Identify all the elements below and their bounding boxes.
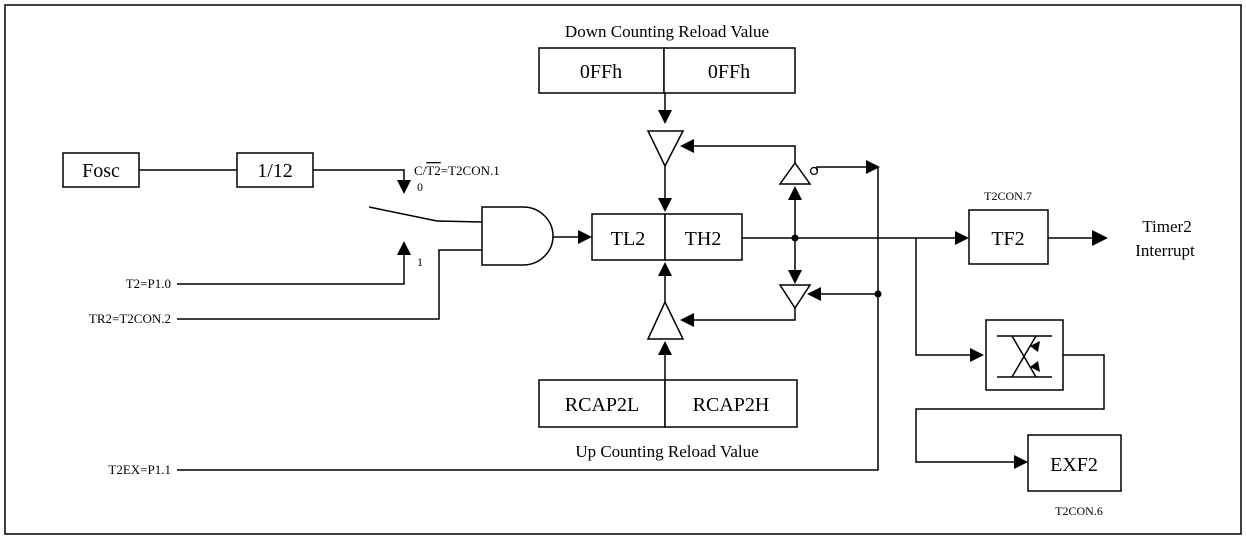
up-reload-label: Up Counting Reload Value (575, 442, 758, 461)
switch-blade (368, 206, 438, 222)
toggle-symbol-cross-b (1011, 335, 1037, 378)
switch-out-wire (436, 220, 483, 223)
timer2-label: Timer2 (1142, 217, 1191, 236)
th2-register (664, 213, 743, 261)
toggle-out-wire (915, 354, 1105, 463)
exf2-register-label: T2CON.6 (1055, 504, 1103, 518)
ct2-overbar-text: T2 (426, 163, 440, 178)
arrow-to-toggle (970, 348, 984, 362)
arrow-switch-1 (397, 241, 411, 255)
arrow-switch-0 (397, 180, 411, 194)
arrow-t2ex-direction (807, 287, 821, 301)
down-reload-label: Down Counting Reload Value (565, 22, 769, 41)
up-reload-buffer (646, 300, 685, 340)
fosc-label: Fosc (82, 160, 120, 182)
down-enable-wire (694, 145, 796, 163)
and-gate (481, 206, 554, 266)
overflow-junction (791, 234, 799, 242)
tl2-register (591, 213, 666, 261)
arrow-t2ex-inverted (866, 160, 880, 174)
t2ex-wire (177, 167, 879, 471)
tf2-label: TF2 (991, 228, 1024, 250)
toggle-symbol-arrow-bottom (1030, 361, 1040, 372)
t2ex-inverted-wire (816, 166, 866, 171)
tr2-wire (177, 249, 482, 320)
toggle-symbol-arrow-top (1030, 341, 1040, 352)
rcap2l-label: RCAP2L (565, 394, 639, 416)
t2-pin-label: T2=P1.0 (126, 276, 171, 291)
switch-pos-1: 1 (417, 255, 423, 269)
arrow-up-buffer-out (658, 262, 672, 276)
divider-wire (313, 169, 405, 180)
arrow-to-tf2 (955, 231, 969, 245)
diagram-frame (4, 4, 1242, 535)
toggle-in-wire (915, 238, 970, 356)
up-reload-high (664, 379, 798, 428)
arrow-to-exf2 (1014, 455, 1028, 469)
arrow-down-reload (658, 110, 672, 124)
arrow-down-enable (680, 139, 694, 153)
up-enable-wire (694, 308, 796, 321)
divider-label: 1/12 (257, 160, 293, 182)
arrow-up-reload (658, 341, 672, 355)
tf2-register-label: T2CON.7 (984, 189, 1032, 203)
fosc-block (62, 152, 140, 188)
interrupt-label: Interrupt (1135, 241, 1195, 260)
arrow-to-counter (578, 230, 592, 244)
ct2-label: C/T2=T2CON.1 (414, 163, 500, 178)
down-reload-low-value: 0FFh (580, 61, 622, 83)
tr2-label: TR2=T2CON.2 (89, 311, 171, 326)
t2-pin-wire (177, 255, 405, 285)
arrow-tap-down (788, 270, 802, 284)
switch-pos-0: 0 (417, 180, 423, 194)
arrow-tap-up (788, 186, 802, 200)
arrow-to-interrupt (1092, 230, 1108, 246)
th2-label: TH2 (685, 228, 722, 250)
exf2-flag (1027, 434, 1122, 492)
inverting-buffer (778, 161, 812, 185)
rcap2h-label: RCAP2H (693, 394, 770, 416)
tl2-label: TL2 (611, 228, 645, 250)
arrow-up-enable (680, 313, 694, 327)
toggle-block (985, 319, 1064, 391)
direction-buffer (778, 284, 812, 310)
down-reload-high-value: 0FFh (708, 61, 750, 83)
t2ex-junction (874, 290, 882, 298)
down-reload-buffer (646, 130, 685, 168)
arrow-down-buffer-out (658, 198, 672, 212)
exf2-label: EXF2 (1050, 454, 1098, 476)
tf2-flag (968, 209, 1049, 265)
t2ex-label: T2EX=P1.1 (108, 462, 171, 477)
down-reload-high (663, 47, 796, 94)
